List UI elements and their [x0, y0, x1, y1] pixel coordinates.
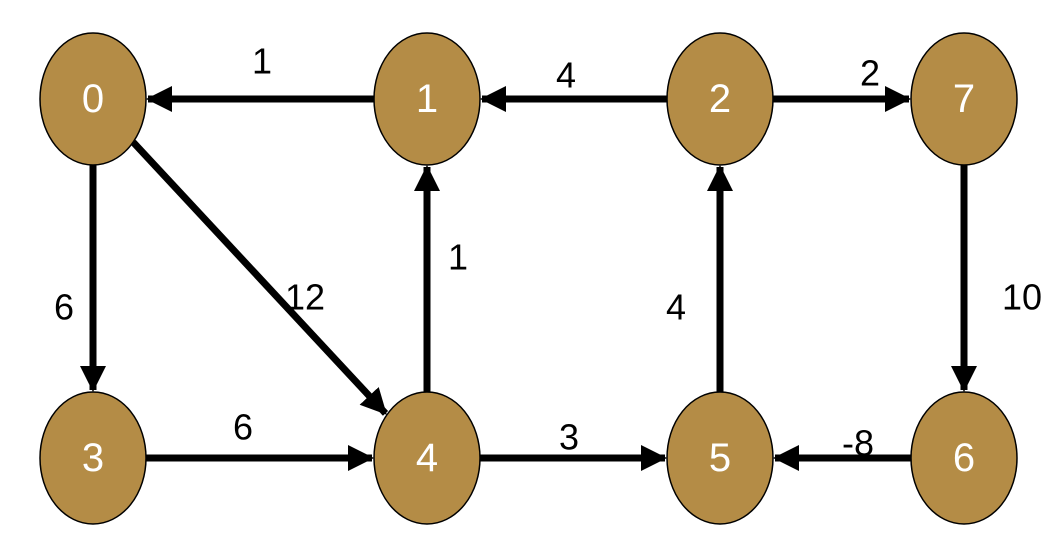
edge-weight-5-to-2: 4 — [666, 287, 686, 328]
node-circle-2 — [666, 32, 774, 166]
node-label-7: 7 — [953, 77, 975, 121]
node-circle-7 — [910, 32, 1018, 166]
edge-weight-6-to-5: -8 — [842, 423, 874, 464]
edge-weight-4-to-1: 1 — [448, 237, 468, 278]
edge-weight-2-to-1: 4 — [556, 55, 576, 96]
node-3: 3 — [39, 391, 147, 525]
node-7: 7 — [910, 32, 1018, 166]
node-circle-6 — [910, 391, 1018, 525]
node-label-4: 4 — [416, 436, 438, 480]
edge-weight-2-to-7: 2 — [860, 53, 880, 94]
node-4: 4 — [373, 391, 481, 525]
node-0: 0 — [39, 32, 147, 166]
edge-weight-1-to-0: 1 — [252, 41, 272, 82]
node-label-0: 0 — [82, 77, 104, 121]
node-circle-3 — [39, 391, 147, 525]
node-6: 6 — [910, 391, 1018, 525]
node-2: 2 — [666, 32, 774, 166]
edge-0-to-4 — [130, 139, 389, 416]
node-circle-0 — [39, 32, 147, 166]
edge-weight-4-to-5: 3 — [559, 417, 579, 458]
edge-weight-0-to-3: 6 — [54, 287, 74, 328]
edge-weight-3-to-4: 6 — [233, 407, 253, 448]
edge-weight-7-to-6: 10 — [1002, 277, 1042, 318]
edges-layer — [80, 86, 977, 471]
edge-weight-0-to-4: 12 — [285, 277, 325, 318]
node-label-1: 1 — [416, 77, 438, 121]
node-label-3: 3 — [82, 436, 104, 480]
node-circle-4 — [373, 391, 481, 525]
node-label-6: 6 — [953, 436, 975, 480]
node-1: 1 — [373, 32, 481, 166]
node-circle-5 — [666, 391, 774, 525]
node-label-5: 5 — [709, 436, 731, 480]
node-circle-1 — [373, 32, 481, 166]
node-5: 5 — [666, 391, 774, 525]
node-label-2: 2 — [709, 77, 731, 121]
